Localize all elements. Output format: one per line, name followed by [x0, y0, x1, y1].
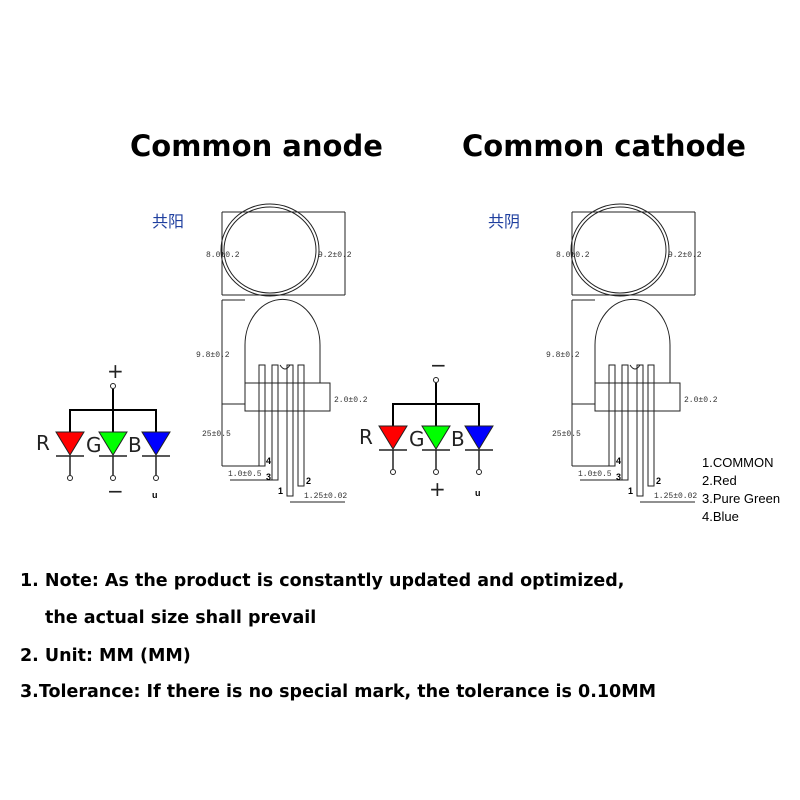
- lens-dome: [594, 298, 671, 383]
- pin-3-label: 3: [616, 472, 621, 482]
- lead: [647, 364, 655, 487]
- mechanical-drawing-cathode: 8.0±0.2 9.2±0.2 9.8±0.2 2.0±0.2 25±0.5 1.0±0.…: [546, 203, 718, 503]
- pin-1-label: 1: [278, 486, 283, 496]
- dim-flange: 2.0±0.2: [684, 396, 718, 405]
- anode-mark: u: [152, 490, 158, 500]
- lead: [286, 364, 294, 497]
- dim-pitch: 1.25±0.02: [654, 492, 697, 501]
- dim-height: 9.8±0.2: [546, 351, 580, 360]
- pin-4-label: 4: [266, 456, 271, 466]
- label-b: B: [128, 433, 142, 457]
- lead: [297, 364, 305, 487]
- title-common-anode: Common anode: [130, 129, 383, 163]
- lead: [258, 364, 266, 467]
- note-1: 1. Note: As the product is constantly up…: [20, 571, 624, 591]
- cathode-mark: u: [475, 488, 481, 498]
- dim-lead-length: 25±0.5: [202, 430, 231, 439]
- note-3: 3.Tolerance: If there is no special mark…: [20, 682, 656, 702]
- cathode-minus-label: −: [430, 353, 447, 377]
- dim-lens-outer: 9.2±0.2: [318, 251, 352, 260]
- lens-outer-circle: [220, 203, 320, 297]
- legend-item: 1.COMMON: [702, 455, 774, 470]
- schematic-common-cathode: − R G B + u: [359, 353, 494, 501]
- pin-2-label: 2: [306, 476, 311, 486]
- pin-4-label: 4: [616, 456, 621, 466]
- anode-plus-label: +: [107, 359, 124, 383]
- lead-bend: [629, 364, 641, 370]
- anode-minus-label: −: [107, 479, 124, 503]
- dim-lead-offset: 1.0±0.5: [228, 470, 262, 479]
- diode-blue: [464, 425, 494, 450]
- diode-green: [421, 425, 451, 450]
- lead: [608, 364, 616, 467]
- pin-legend: 1.COMMON 2.Red 3.Pure Green 4.Blue: [702, 455, 780, 524]
- notes: 1. Note: As the product is constantly up…: [20, 571, 656, 702]
- lead: [271, 364, 279, 481]
- legend-item: 2.Red: [702, 473, 737, 488]
- legend-item: 4.Blue: [702, 509, 739, 524]
- label-r: R: [359, 425, 373, 449]
- pin-3-label: 3: [266, 472, 271, 482]
- dim-lead-length: 25±0.5: [552, 430, 581, 439]
- pin-2-label: 2: [656, 476, 661, 486]
- dim-lead-offset: 1.0±0.5: [578, 470, 612, 479]
- label-g: G: [86, 433, 102, 457]
- pin-1-label: 1: [628, 486, 633, 496]
- dim-lens-outer: 9.2±0.2: [668, 251, 702, 260]
- diode-blue: [141, 431, 171, 456]
- mechanical-drawing-anode: 8.0±0.2 9.2±0.2 9.8±0.2 2.0±0.2 25±0.5 1.0±0.…: [196, 203, 368, 503]
- lead-bend: [279, 364, 291, 370]
- diode-green: [98, 431, 128, 456]
- lens-inner-circle: [573, 206, 667, 294]
- dim-lens-inner: 8.0±0.2: [206, 251, 240, 260]
- diode-red: [55, 431, 85, 456]
- diode-red: [378, 425, 408, 450]
- cathode-plus-label: +: [429, 477, 446, 501]
- lens-inner-circle: [223, 206, 317, 294]
- note-1-continued: the actual size shall prevail: [45, 608, 316, 628]
- lead: [636, 364, 644, 497]
- label-common-cathode-cn: 共阴: [488, 212, 520, 231]
- terminal-node: [110, 383, 116, 389]
- note-2: 2. Unit: MM (MM): [20, 646, 191, 666]
- legend-item: 3.Pure Green: [702, 491, 780, 506]
- dim-pitch: 1.25±0.02: [304, 492, 347, 501]
- label-common-anode-cn: 共阳: [152, 212, 184, 231]
- title-common-cathode: Common cathode: [462, 129, 746, 163]
- lens-dome: [244, 298, 321, 383]
- schematic-common-anode: + R G B − u: [36, 359, 171, 503]
- label-b: B: [451, 427, 465, 451]
- label-r: R: [36, 431, 50, 455]
- lead: [621, 364, 629, 481]
- dim-flange: 2.0±0.2: [334, 396, 368, 405]
- dim-lens-inner: 8.0±0.2: [556, 251, 590, 260]
- lens-outer-circle: [570, 203, 670, 297]
- label-g: G: [409, 427, 425, 451]
- dim-height: 9.8±0.2: [196, 351, 230, 360]
